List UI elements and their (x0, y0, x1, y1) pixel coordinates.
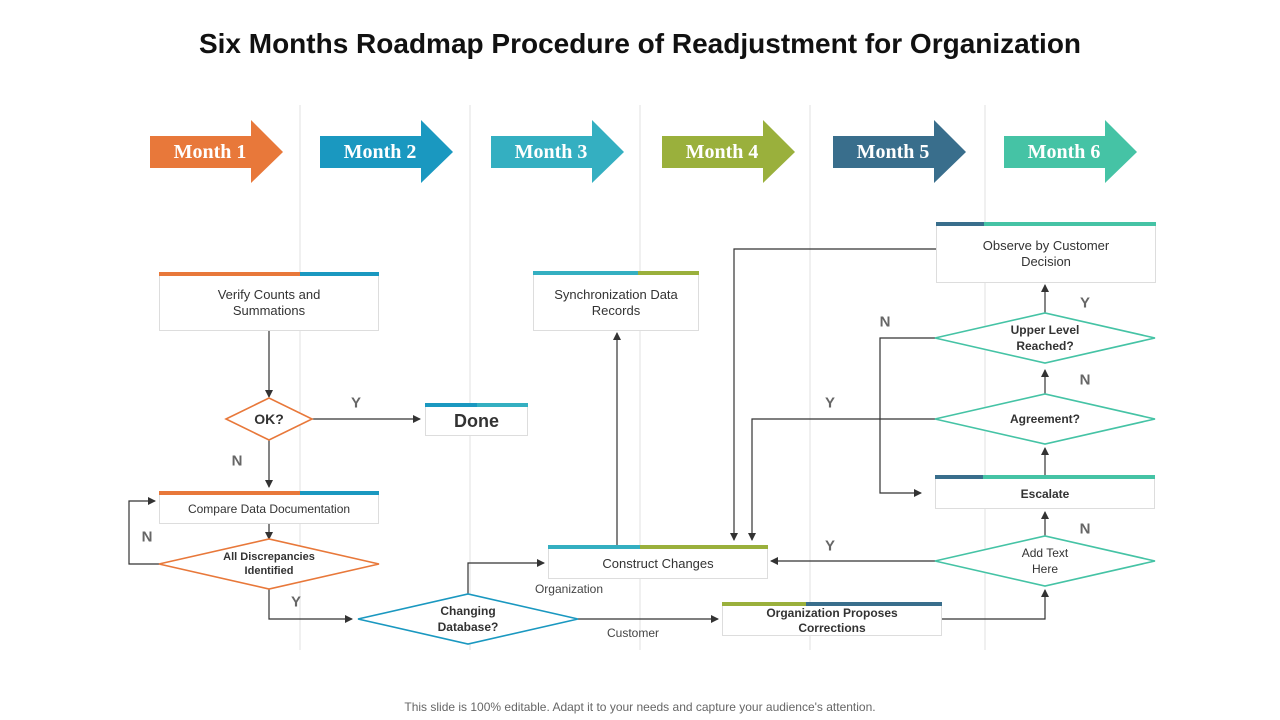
decision-addtext-shape (934, 535, 1156, 587)
observe-box: Observe by Customer Decision (936, 222, 1156, 283)
decision-upper-text: Upper Level Reached? (1010, 323, 1080, 353)
escalate-box: Escalate (935, 475, 1155, 509)
month-6-arrow (1004, 120, 1137, 183)
sync-text: Synchronization Data Records (554, 286, 678, 318)
sync-box: Synchronization Data Records (533, 271, 699, 331)
compare-box: Compare Data Documentation (159, 491, 379, 524)
month-6-label: Month 6 (1027, 141, 1101, 163)
connector (268, 589, 353, 623)
connector (730, 248, 936, 541)
customer-label: Customer (606, 626, 660, 640)
no-label: N (879, 313, 891, 331)
footer-note: This slide is 100% editable. Adapt it to… (404, 700, 876, 714)
compare-text: Compare Data Documentation (187, 502, 351, 516)
yes-label: Y (290, 593, 302, 611)
month-5-label: Month 5 (856, 141, 930, 163)
decision-changing-shape (357, 593, 579, 645)
escalate-text: Escalate (1020, 486, 1070, 501)
decision-agreement-text: Agreement? (1009, 412, 1081, 426)
yes-label: Y (1079, 294, 1091, 312)
decision-agreement-shape (934, 393, 1156, 445)
observe-text: Observe by Customer Decision (982, 238, 1110, 269)
month-5-arrow (833, 120, 966, 183)
no-label: N (141, 528, 153, 546)
month-1-label: Month 1 (173, 141, 247, 163)
month-3-arrow (491, 120, 624, 183)
connector (941, 589, 1049, 620)
no-label: N (1079, 371, 1091, 389)
construct-text: Construct Changes (602, 555, 714, 571)
month-3-label: Month 3 (514, 141, 588, 163)
decision-addtext-text: Add Text Here (1021, 546, 1069, 576)
proposes-text: Organization Proposes Corrections (766, 605, 898, 635)
month-2-label: Month 2 (343, 141, 417, 163)
yes-label: Y (824, 394, 836, 412)
no-label: N (1079, 520, 1091, 538)
connector (467, 559, 545, 594)
verify-text: Verify Counts and Summations (217, 287, 321, 318)
connector (748, 418, 935, 541)
month-4-label: Month 4 (685, 141, 759, 163)
connector (128, 497, 159, 565)
organization-label: Organization (534, 582, 604, 596)
decision-ok-text: OK? (254, 411, 284, 427)
done-text: Done (454, 411, 499, 431)
decision-ok-shape (224, 397, 314, 441)
decision-discrepancies-text: All Discrepancies Identified (223, 551, 315, 577)
month-1-arrow (150, 120, 283, 183)
proposes-box: Organization Proposes Corrections (722, 602, 942, 636)
yes-label: Y (824, 537, 836, 555)
month-2-arrow (320, 120, 453, 183)
page-title: Six Months Roadmap Procedure of Readjust… (198, 28, 1082, 59)
connector (879, 337, 935, 497)
done-box: Done (425, 403, 528, 436)
yes-label: Y (350, 394, 362, 412)
decision-discrepancies-shape (158, 538, 380, 590)
verify-box: Verify Counts and Summations (159, 272, 379, 331)
construct-box: Construct Changes (548, 545, 768, 579)
decision-changing-text: Changing Database? (437, 604, 499, 634)
no-label: N (231, 452, 243, 470)
month-4-arrow (662, 120, 795, 183)
decision-upper-shape (934, 312, 1156, 364)
